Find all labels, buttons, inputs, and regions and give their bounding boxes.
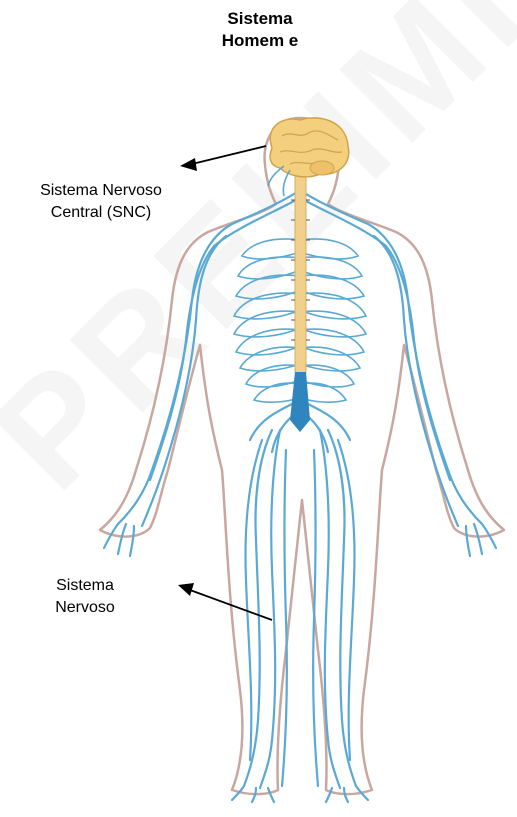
label-snp-line-1: Sistema <box>30 575 140 597</box>
label-peripheral-nervous-system: Sistema Nervoso <box>30 575 140 619</box>
arrow-snc <box>180 146 266 171</box>
label-central-nervous-system: Sistema Nervoso Central (SNC) <box>6 180 196 224</box>
label-snp-line-2: Nervoso <box>30 597 140 619</box>
label-snc-line-1: Sistema Nervoso <box>6 180 196 202</box>
cauda-equina <box>290 372 310 432</box>
label-snc-line-2: Central (SNC) <box>6 202 196 224</box>
spinal-cord <box>295 168 306 376</box>
